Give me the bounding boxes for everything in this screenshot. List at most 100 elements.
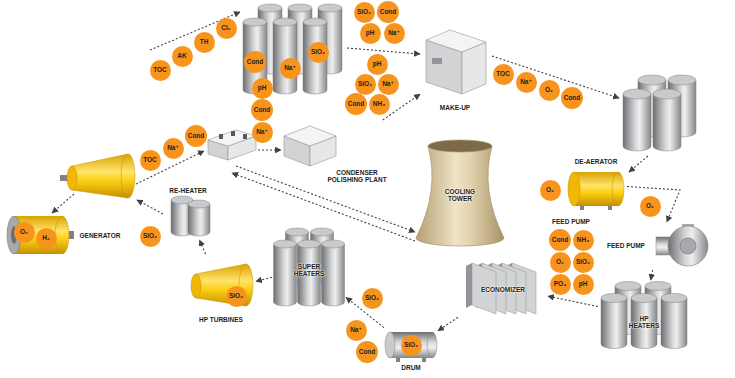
parameter-label: SiO₂ <box>143 233 157 240</box>
equipment-label: DE-AERATOR <box>575 158 618 165</box>
parameter-badge: SiO₂ <box>140 226 161 247</box>
equipment-label: FEED PUMP <box>607 242 645 249</box>
tank-top <box>645 282 671 291</box>
tank-top <box>258 4 282 12</box>
flow-connector <box>548 296 598 306</box>
tank-top <box>615 282 641 291</box>
tank-top <box>661 294 687 303</box>
parameter-label: TH <box>200 39 209 46</box>
condenser-knob <box>219 134 223 139</box>
tank-body <box>661 298 687 349</box>
parameter-badge: O₂ <box>539 80 560 101</box>
tower-shell <box>416 146 504 246</box>
parameter-label: Na⁺ <box>284 65 296 72</box>
equipment-label: GENERATOR <box>80 232 121 239</box>
hp-heaters: HP HEATERS <box>598 280 690 352</box>
tank-top <box>668 75 696 85</box>
tank-top <box>303 18 327 26</box>
tank-body <box>274 244 297 306</box>
turbine-casing <box>72 154 128 198</box>
tower-top <box>428 140 492 152</box>
flow-arrow <box>137 200 163 214</box>
turbine-end <box>67 166 77 190</box>
flow-connector <box>200 240 206 254</box>
tank-top <box>273 18 297 26</box>
tank-top <box>288 4 312 12</box>
flow-connector <box>651 270 653 280</box>
parameter-label: SiO₂ <box>358 81 372 88</box>
flow-arrow <box>347 48 420 54</box>
equipment-label: ECONOMIZER <box>481 286 525 293</box>
parameter-label: Cond <box>564 95 581 102</box>
parameter-badge: O₂ <box>540 180 561 201</box>
tank-body <box>623 94 651 151</box>
parameter-label: O₂ <box>20 229 28 236</box>
flow-connector <box>438 317 458 330</box>
parameter-label: TOC <box>496 71 510 78</box>
flow-arrow <box>629 156 648 172</box>
parameter-badge: Cond <box>185 125 207 147</box>
cooling-tower: COOLING TOWER <box>415 138 505 248</box>
parameter-badge: Na⁺ <box>346 320 367 341</box>
generator-end <box>55 216 69 254</box>
tank-top <box>274 240 297 248</box>
tank-body <box>188 204 210 236</box>
economizer: ECONOMIZER <box>458 252 548 322</box>
equipment-label: COOLING TOWER <box>438 188 482 203</box>
flow-arrow <box>232 173 415 241</box>
pump-hub <box>680 238 696 254</box>
condenser-knob <box>231 131 235 136</box>
parameter-label: NH₃ <box>373 101 385 108</box>
drum-end <box>427 332 437 358</box>
parameter-label: pH <box>258 85 267 92</box>
unit-panel <box>432 58 442 64</box>
parameter-label: O₂ <box>646 203 654 210</box>
tank-body <box>653 94 681 151</box>
flow-arrow <box>258 149 281 150</box>
deaerator-end <box>568 172 580 206</box>
parameter-label: SiO₂ <box>357 9 371 16</box>
tank-top <box>243 18 267 26</box>
unit-face <box>284 126 336 146</box>
parameter-badge: pH <box>573 274 594 295</box>
parameter-badge: pH <box>252 78 273 99</box>
parameter-badge: O₂ <box>550 252 571 273</box>
tank-top <box>623 89 651 99</box>
polishing-plant: CONDENSER POLISHING PLANT <box>278 120 392 186</box>
flow-connector <box>256 277 272 281</box>
parameter-badge: Cond <box>377 1 399 23</box>
hp-turbine: HP TURBINESSiO₂ <box>186 254 256 326</box>
parameter-badge: SiO₂ <box>308 42 329 63</box>
steam-drum: DRUM SiO₂ <box>384 324 438 374</box>
equipment-label: DRUM <box>401 364 421 371</box>
equipment-label: FEED PUMP <box>552 218 590 225</box>
generator: GENERATOR O₂ H₂ <box>3 208 125 262</box>
parameter-label: TOC <box>153 67 167 74</box>
drum-end <box>385 332 395 358</box>
flow-connector <box>627 187 680 222</box>
parameter-label: SiO₂ <box>229 293 243 300</box>
parameter-label: Cond <box>254 107 271 114</box>
parameter-label: H₂ <box>42 235 50 242</box>
parameter-label: Na⁺ <box>382 81 394 88</box>
economizer-fin <box>466 263 472 308</box>
parameter-badge: TOC <box>140 150 161 171</box>
parameter-badge: Cond <box>356 341 378 363</box>
parameter-badge: SiO₂ <box>401 335 422 356</box>
generator-body <box>14 216 62 254</box>
unit-face <box>426 30 486 52</box>
parameter-badge: AK <box>172 46 193 67</box>
parameter-badge: SiO₂ <box>362 288 383 309</box>
flow-arrow <box>52 194 74 213</box>
deaerator-body <box>574 172 618 206</box>
parameter-badge: Cond <box>244 51 266 73</box>
parameter-badge: SiO₂ <box>354 2 375 23</box>
parameter-label: SiO₂ <box>404 342 418 349</box>
parameter-label: Cond <box>380 9 397 16</box>
equipment-label: MAKE-UP <box>440 104 470 111</box>
parameter-label: SiO₂ <box>311 49 325 56</box>
parameter-label: TOC <box>143 157 157 164</box>
condenser-knob <box>243 134 247 139</box>
parameter-badge: SiO₂ <box>573 252 594 273</box>
